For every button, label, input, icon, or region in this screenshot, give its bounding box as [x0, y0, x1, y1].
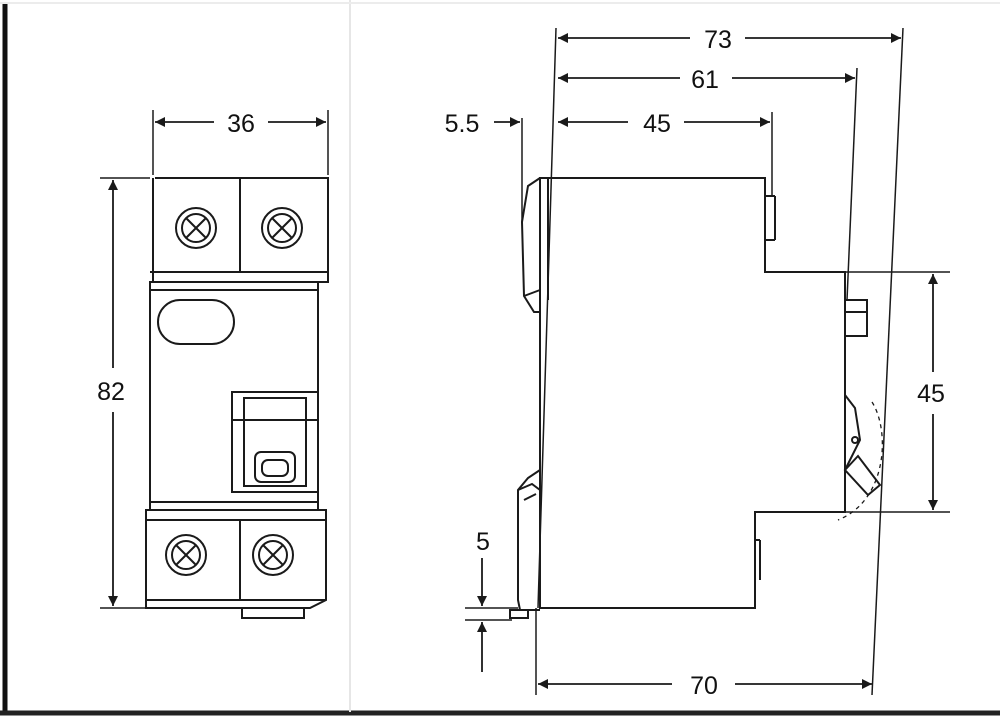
dimension-rail-to-step-45: 45 — [558, 110, 770, 138]
rail-to-step-label: 45 — [643, 110, 671, 138]
side-view: 73 61 45 5.5 45 5 — [445, 26, 950, 700]
screw-terminal-top-left — [175, 207, 217, 249]
base-depth-label: 70 — [690, 672, 718, 700]
dimension-face-height-45: 45 — [917, 274, 945, 510]
screw-terminal-bottom-right — [252, 534, 294, 576]
din-clip-front — [241, 608, 305, 619]
front-body-outline — [145, 177, 329, 609]
depth-to-face-label: 61 — [691, 66, 719, 94]
dimension-base-70: 70 — [538, 672, 872, 700]
dimension-depth-61: 61 — [558, 66, 855, 94]
side-extension-lines — [465, 27, 950, 696]
dimension-height-82: 82 — [97, 177, 150, 609]
clip-offset-label: 5.5 — [445, 110, 480, 138]
rail-gap-label: 5 — [476, 528, 490, 556]
side-body-outline — [509, 177, 882, 619]
screw-terminal-bottom-left — [165, 534, 207, 576]
toggle-lever — [231, 391, 319, 493]
face-height-label: 45 — [917, 380, 945, 408]
front-width-label: 36 — [227, 110, 255, 138]
front-view: 36 82 — [97, 110, 329, 619]
screw-terminal-top-right — [261, 207, 303, 249]
front-height-label: 82 — [97, 378, 125, 406]
status-window — [157, 299, 235, 345]
dimension-width-36: 36 — [152, 110, 329, 175]
total-depth-label: 73 — [704, 26, 732, 54]
dimension-depth-73: 73 — [558, 26, 901, 54]
dimension-rail-gap-5: 5 — [476, 528, 490, 672]
dimension-clip-5-5: 5.5 — [445, 110, 520, 138]
